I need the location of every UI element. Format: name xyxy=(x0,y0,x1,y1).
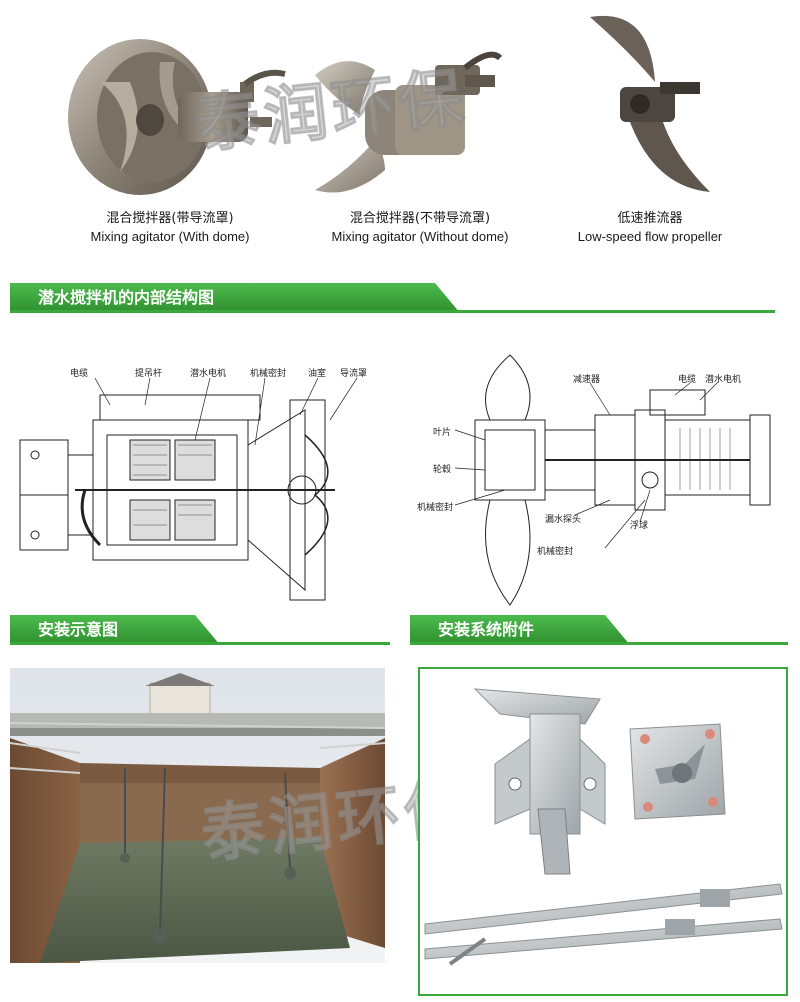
structure-diagram-left: 电缆 提吊杆 潜水电机 机械密封 油室 导流罩 xyxy=(15,360,380,605)
section-underline xyxy=(410,642,788,645)
label-cable: 电缆 xyxy=(70,369,89,379)
propeller-cross-section-right xyxy=(454,354,771,606)
section-title-structure: 潜水搅拌机的内部结构图 xyxy=(38,288,215,307)
mixer-with-dome-image xyxy=(68,39,286,195)
installation-photo xyxy=(10,668,385,963)
product-row: 混合搅拌器(带导流罩) Mixing agitator (With dome) … xyxy=(0,0,800,250)
mixer-cross-section-left xyxy=(19,377,358,601)
section-header-structure: 潜水搅拌机的内部结构图 xyxy=(10,283,775,313)
section-underline xyxy=(10,310,775,313)
section-title-install: 安装示意图 xyxy=(38,620,119,639)
label-cable-right: 电缆 xyxy=(678,375,697,385)
accessories-photo xyxy=(424,688,783,966)
mixer-without-dome-image xyxy=(315,51,503,193)
label-seal-right-2: 机械密封 xyxy=(537,547,574,557)
product-caption-1: 混合搅拌器(带导流罩) Mixing agitator (With dome) xyxy=(50,210,290,246)
section-header-install: 安装示意图 xyxy=(10,615,390,645)
section-underline xyxy=(10,642,390,645)
flow-propeller-image xyxy=(590,15,710,192)
section-tab-shape xyxy=(10,615,220,645)
label-guide-dome: 导流罩 xyxy=(340,369,368,379)
label-oil-chamber: 油室 xyxy=(308,369,327,379)
section-tab-shape xyxy=(10,283,460,313)
label-hub: 轮毂 xyxy=(433,465,452,475)
section-tab-shape xyxy=(410,615,630,645)
product-2-en: Mixing agitator (Without dome) xyxy=(331,229,509,244)
product-2-zh: 混合搅拌器(不带导流罩) xyxy=(349,211,491,226)
structure-diagram-right: 减速器 电缆 潜水电机 叶片 轮毂 机械密封 漏水探头 浮球 机械密封 xyxy=(395,350,785,610)
label-blade: 叶片 xyxy=(433,428,452,438)
label-submersible-motor: 潜水电机 xyxy=(190,369,227,379)
label-motor-right: 潜水电机 xyxy=(705,375,742,385)
section-title-accessories: 安装系统附件 xyxy=(438,620,535,639)
product-1-en: Mixing agitator (With dome) xyxy=(90,229,250,244)
product-caption-3: 低速推流器 Low-speed flow propeller xyxy=(540,210,760,246)
label-seal-right-1: 机械密封 xyxy=(417,503,454,513)
label-reducer: 减速器 xyxy=(573,375,601,385)
label-lifting-rod: 提吊杆 xyxy=(135,369,163,379)
section-header-accessories: 安装系统附件 xyxy=(410,615,788,645)
product-3-en: Low-speed flow propeller xyxy=(577,229,723,244)
label-mechanical-seal: 机械密封 xyxy=(250,369,287,379)
label-leak-probe: 漏水探头 xyxy=(545,515,582,525)
accessories-photo-frame xyxy=(418,667,788,996)
product-1-zh: 混合搅拌器(带导流罩) xyxy=(106,211,234,226)
product-3-zh: 低速推流器 xyxy=(617,211,683,226)
label-float: 浮球 xyxy=(630,521,649,531)
product-caption-2: 混合搅拌器(不带导流罩) Mixing agitator (Without do… xyxy=(300,210,540,246)
